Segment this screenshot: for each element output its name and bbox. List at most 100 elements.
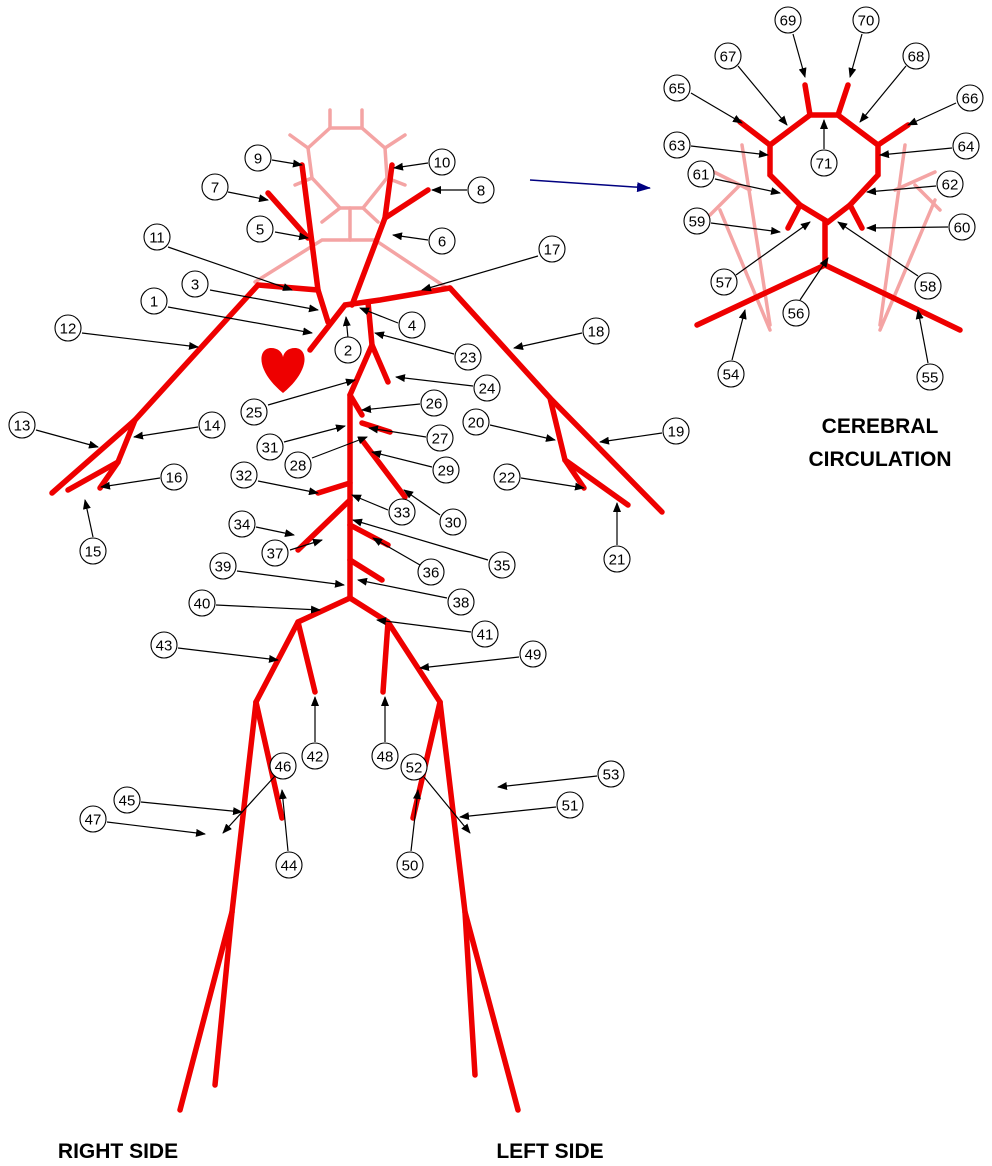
callout-arrow-56 [800, 258, 828, 300]
callout-number-1: 1 [150, 294, 158, 311]
callout-number-39: 39 [215, 559, 232, 576]
callout-number-66: 66 [962, 91, 979, 108]
callout-number-60: 60 [954, 220, 971, 237]
callout-arrow-39 [237, 571, 344, 585]
callout-number-64: 64 [958, 139, 975, 156]
callout-arrow-69 [793, 34, 805, 77]
callout-arrow-49 [420, 657, 519, 668]
callout-number-16: 16 [166, 470, 183, 487]
callout-arrow-31 [284, 426, 345, 442]
body-arterial-tree [52, 110, 662, 1110]
callout-number-53: 53 [603, 767, 620, 784]
callout-number-46: 46 [275, 759, 292, 776]
callout-number-8: 8 [477, 183, 485, 200]
callout-arrow-14 [134, 427, 198, 437]
callout-number-27: 27 [432, 431, 449, 448]
callout-arrow-68 [860, 66, 906, 122]
callout-arrow-15 [85, 500, 93, 537]
callout-arrow-45 [141, 802, 242, 812]
callout-arrow-54 [732, 310, 745, 360]
callout-number-15: 15 [85, 544, 102, 561]
callout-arrow-64 [880, 148, 952, 155]
inset-link-arrow [530, 180, 650, 188]
callout-number-4: 4 [408, 318, 416, 335]
callout-number-25: 25 [246, 405, 263, 422]
callout-arrow-12 [82, 333, 198, 347]
callout-number-17: 17 [544, 242, 561, 259]
callout-number-33: 33 [394, 505, 411, 522]
callout-arrow-28 [312, 437, 367, 458]
callout-arrow-4 [360, 308, 398, 323]
callout-number-31: 31 [262, 440, 279, 457]
callout-number-5: 5 [256, 222, 264, 239]
callout-arrow-63 [691, 146, 768, 155]
heart-icon [261, 348, 304, 393]
callout-arrow-36 [373, 538, 420, 565]
callout-number-35: 35 [494, 558, 511, 575]
callout-arrow-59 [711, 223, 780, 232]
callout-number-22: 22 [499, 470, 516, 487]
callout-number-18: 18 [588, 324, 605, 341]
callout-arrow-17 [422, 256, 538, 290]
callout-arrow-40 [216, 605, 320, 610]
callout-number-40: 40 [194, 596, 211, 613]
callout-number-44: 44 [281, 858, 298, 875]
callout-number-38: 38 [453, 595, 470, 612]
callout-arrow-27 [369, 428, 426, 437]
callout-arrow-32 [258, 481, 318, 493]
callout-arrow-20 [490, 425, 555, 440]
callout-number-67: 67 [720, 49, 737, 66]
callout-number-7: 7 [211, 180, 219, 197]
callout-number-11: 11 [149, 230, 165, 247]
callout-arrow-47 [107, 822, 205, 834]
callout-number-68: 68 [908, 49, 925, 66]
callout-number-6: 6 [438, 234, 446, 251]
callout-arrow-33 [352, 495, 388, 510]
callout-number-2: 2 [344, 343, 352, 360]
callout-number-71: 71 [816, 156, 833, 173]
right-side-label: RIGHT SIDE [58, 1140, 178, 1163]
callout-number-52: 52 [406, 760, 423, 777]
callout-number-62: 62 [942, 177, 959, 194]
callout-arrow-57 [736, 222, 810, 275]
callout-arrow-13 [36, 430, 98, 447]
callout-arrow-65 [691, 93, 742, 123]
callout-number-12: 12 [60, 321, 77, 338]
callout-number-37: 37 [267, 546, 284, 563]
callout-arrow-26 [362, 404, 420, 410]
callout-arrow-70 [850, 34, 862, 77]
callout-number-49: 49 [525, 647, 542, 664]
callout-number-50: 50 [402, 858, 419, 875]
callout-arrow-1 [168, 307, 312, 333]
callout-number-63: 63 [669, 138, 686, 155]
callout-number-10: 10 [434, 155, 451, 172]
callout-arrow-9 [272, 160, 302, 165]
callout-number-23: 23 [460, 350, 477, 367]
callout-number-56: 56 [788, 306, 805, 323]
callout-number-41: 41 [477, 627, 494, 644]
callout-number-58: 58 [920, 279, 937, 296]
callout-arrow-67 [738, 66, 787, 125]
callout-arrow-53 [498, 776, 597, 787]
callout-number-3: 3 [191, 277, 199, 294]
callout-arrow-60 [867, 227, 948, 228]
callout-arrow-66 [908, 103, 956, 125]
callout-arrow-18 [514, 333, 582, 348]
callout-number-59: 59 [689, 214, 706, 231]
callout-arrow-7 [228, 192, 268, 200]
callout-number-57: 57 [716, 275, 733, 292]
callout-arrow-34 [256, 527, 294, 535]
callout-number-20: 20 [468, 415, 485, 432]
callout-number-36: 36 [423, 565, 440, 582]
callout-number-26: 26 [426, 396, 443, 413]
callout-arrow-24 [396, 377, 473, 386]
callout-number-61: 61 [693, 167, 710, 184]
callout-arrow-6 [393, 235, 428, 240]
callout-arrow-2 [346, 317, 348, 338]
callout-number-47: 47 [85, 812, 102, 829]
callout-number-29: 29 [438, 463, 455, 480]
callout-number-14: 14 [204, 418, 221, 435]
callout-number-70: 70 [858, 13, 875, 30]
